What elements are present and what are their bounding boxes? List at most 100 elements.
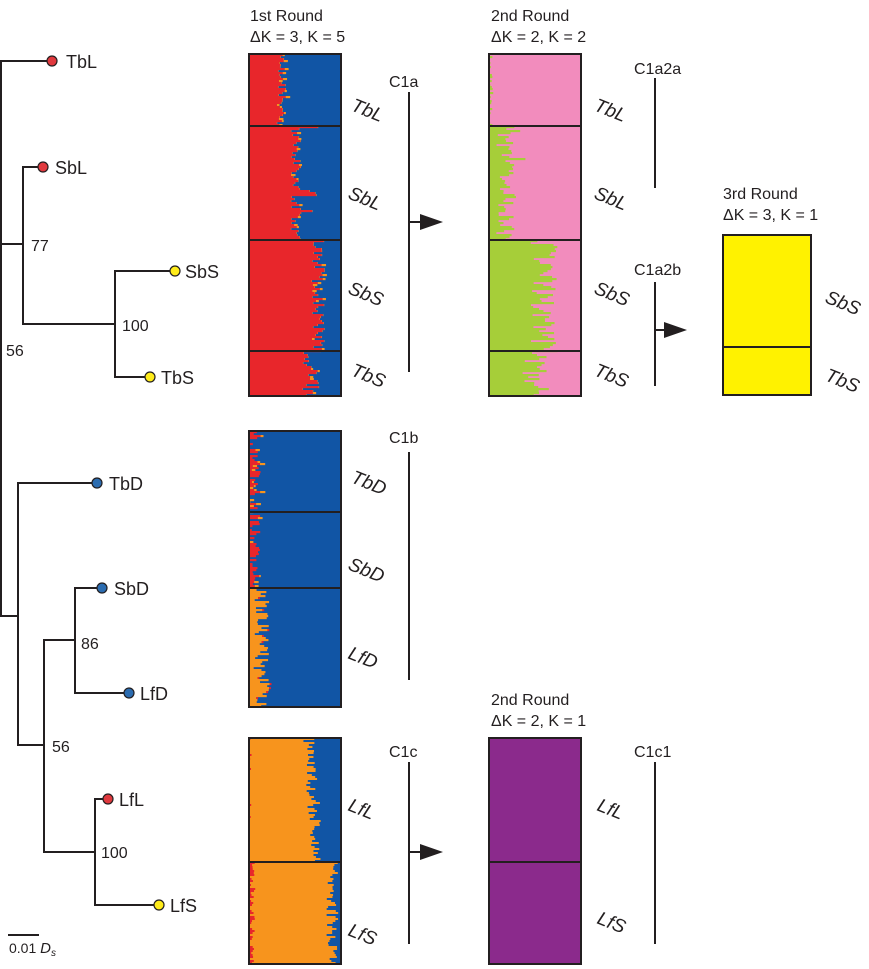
ancestry-bar bbox=[249, 240, 324, 243]
ancestry-bar bbox=[322, 274, 327, 277]
ancestry-bar bbox=[489, 256, 555, 259]
ancestry-bar bbox=[489, 292, 537, 295]
ancestry-bar bbox=[249, 621, 258, 624]
ancestry-bar bbox=[489, 154, 502, 157]
ancestry-bar bbox=[267, 629, 270, 632]
ancestry-bar bbox=[489, 192, 504, 195]
ancestry-bar bbox=[249, 156, 292, 159]
ancestry-bar bbox=[334, 864, 341, 867]
ancestry-bar bbox=[249, 920, 253, 923]
ancestry-bar bbox=[249, 689, 269, 692]
ancestry-bar bbox=[335, 916, 341, 919]
ancestry-bar bbox=[249, 108, 283, 111]
ancestry-bar bbox=[249, 792, 309, 795]
ancestry-bar bbox=[249, 956, 254, 959]
ancestry-bar bbox=[259, 463, 266, 466]
ancestry-bar bbox=[249, 106, 280, 109]
ancestry-bar bbox=[249, 78, 284, 81]
ancestry-bar bbox=[249, 198, 295, 201]
ancestry-bar bbox=[489, 392, 539, 395]
ancestry-bar bbox=[253, 872, 338, 875]
ancestry-bar bbox=[489, 188, 500, 191]
ancestry-bar bbox=[332, 886, 341, 889]
ancestry-bar bbox=[249, 228, 291, 231]
ancestry-bar bbox=[489, 330, 540, 333]
ancestry-bar bbox=[252, 465, 258, 468]
ancestry-bar bbox=[489, 156, 510, 159]
ancestry-bar bbox=[249, 96, 286, 99]
ancestry-bar bbox=[249, 671, 266, 674]
ancestry-bar bbox=[249, 593, 261, 596]
ancestry-bar bbox=[249, 936, 253, 939]
ancestry-bar bbox=[489, 324, 552, 327]
ancestry-bar bbox=[249, 66, 280, 69]
population-label: SbS bbox=[345, 278, 386, 311]
ancestry-bar bbox=[269, 687, 271, 690]
ancestry-bar bbox=[326, 914, 341, 917]
ancestry-bar bbox=[249, 374, 309, 377]
ancestry-bar bbox=[313, 850, 341, 853]
ancestry-bar bbox=[249, 571, 253, 574]
ancestry-bar bbox=[489, 244, 554, 247]
ancestry-bar bbox=[249, 118, 279, 121]
ancestry-bar bbox=[249, 344, 322, 347]
ancestry-bar bbox=[249, 114, 283, 117]
ancestry-bar bbox=[249, 188, 300, 191]
ancestry-bar bbox=[489, 270, 548, 273]
ancestry-bar bbox=[249, 84, 286, 87]
ancestry-bar bbox=[296, 148, 301, 151]
population-label: SbD bbox=[345, 554, 387, 587]
ancestry-bar bbox=[249, 320, 322, 323]
ancestry-bar bbox=[489, 388, 549, 391]
ancestry-bar bbox=[326, 934, 341, 937]
ancestry-bar bbox=[489, 174, 510, 177]
ancestry-bar bbox=[249, 952, 252, 955]
ancestry-bar bbox=[249, 342, 321, 345]
ancestry-bar bbox=[249, 292, 315, 295]
ancestry-bar bbox=[249, 72, 283, 75]
ancestry-bar bbox=[252, 932, 333, 935]
ancestry-bar bbox=[249, 862, 255, 865]
ancestry-bar bbox=[249, 772, 308, 775]
barplot-round1-c1a bbox=[248, 53, 342, 397]
ancestry-bar bbox=[249, 76, 281, 79]
population-label: LfD bbox=[345, 643, 381, 674]
ancestry-bar bbox=[312, 290, 317, 293]
ancestry-bar bbox=[249, 669, 262, 672]
ancestry-bar bbox=[249, 760, 309, 763]
ancestry-bar bbox=[489, 184, 507, 187]
ancestry-bar bbox=[249, 796, 314, 799]
ancestry-bar bbox=[322, 298, 326, 301]
ancestry-bar bbox=[489, 308, 539, 311]
ancestry-bar bbox=[249, 908, 327, 911]
ancestry-bar bbox=[255, 888, 333, 891]
ancestry-bar bbox=[313, 796, 341, 799]
ancestry-bar bbox=[249, 591, 267, 594]
ancestry-bar bbox=[333, 866, 341, 869]
ancestry-bar bbox=[249, 868, 253, 871]
ancestry-bar bbox=[249, 166, 301, 169]
ancestry-bar bbox=[489, 366, 537, 369]
ancestry-bar bbox=[249, 378, 310, 381]
ancestry-bar bbox=[489, 186, 511, 189]
ancestry-bar bbox=[310, 376, 314, 379]
tip-dot bbox=[123, 687, 135, 699]
ancestry-bar bbox=[249, 846, 315, 849]
ancestry-bar bbox=[313, 804, 341, 807]
ancestry-bar bbox=[489, 322, 555, 325]
ancestry-bar bbox=[252, 880, 333, 883]
cluster-label: C1b bbox=[389, 430, 418, 447]
barplot-round1-c1c bbox=[248, 737, 342, 965]
ancestry-bar bbox=[249, 340, 324, 343]
ancestry-bar bbox=[253, 902, 335, 905]
ancestry-bar bbox=[309, 794, 341, 797]
ancestry-bar bbox=[249, 665, 265, 668]
ancestry-bar bbox=[313, 816, 341, 819]
ancestry-bar bbox=[254, 585, 259, 588]
ancestry-bar bbox=[249, 138, 299, 141]
ancestry-bar bbox=[249, 589, 257, 592]
ancestry-bar bbox=[249, 569, 257, 572]
ancestry-bar bbox=[252, 946, 338, 949]
ancestry-bar bbox=[249, 938, 252, 941]
ancestry-bar bbox=[254, 916, 336, 919]
